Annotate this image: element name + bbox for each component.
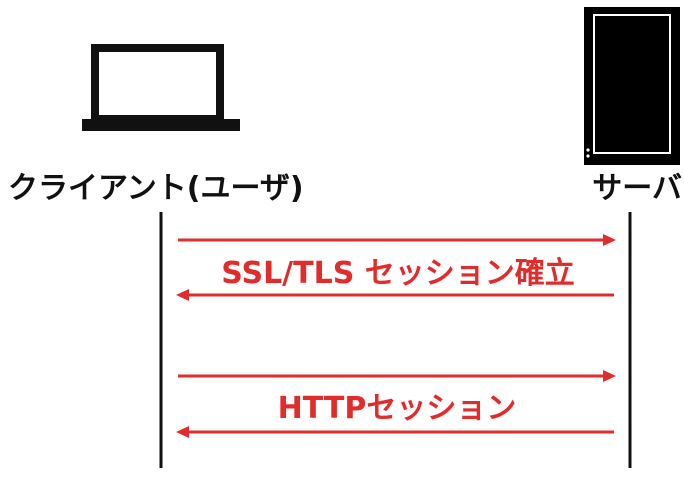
client-actor-label: クライアント(ユーザ) (8, 171, 304, 206)
server-icon (584, 7, 680, 165)
arrowhead-right (603, 234, 616, 246)
laptop-icon (82, 44, 240, 131)
arrowhead-right (603, 370, 616, 382)
message-label-http: HTTPセッション (278, 391, 517, 426)
arrowhead-left (176, 426, 189, 438)
arrowhead-left (176, 289, 189, 301)
message-ssl-tls: SSL/TLS セッション確立 (176, 234, 616, 301)
message-label-ssl-tls: SSL/TLS セッション確立 (221, 256, 575, 291)
server-actor-label: サーバ (592, 171, 682, 206)
message-http: HTTPセッション (176, 370, 616, 438)
